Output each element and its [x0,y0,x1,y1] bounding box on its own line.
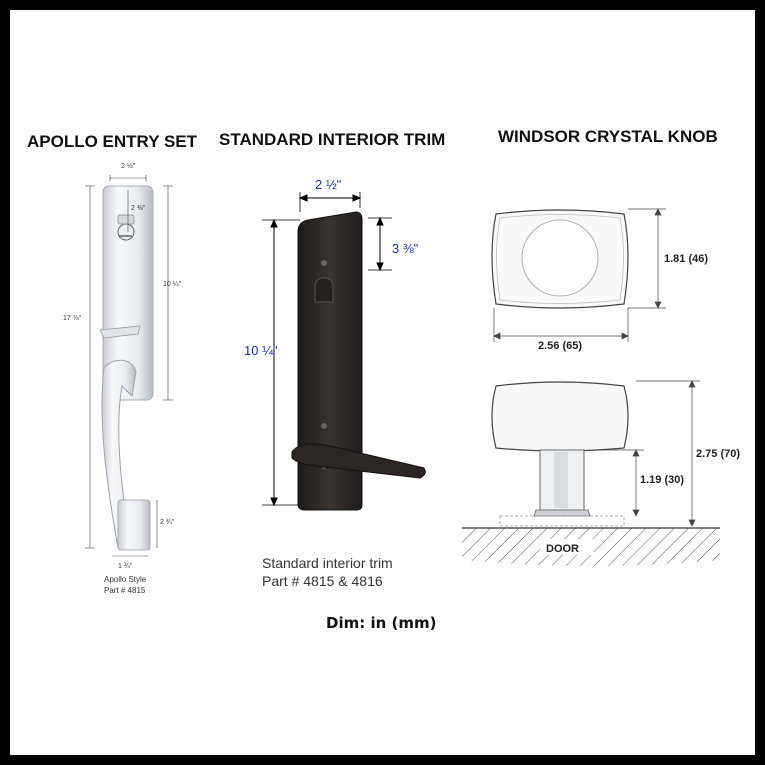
interior-trim-drawing [291,211,426,511]
knob-side-dimension-lines [592,380,700,527]
apollo-caption-part: Part # 4815 [104,586,146,595]
apollo-handleset-drawing [99,185,154,551]
heading-apollo-entry-set: APOLLO ENTRY SET [27,132,198,151]
apollo-dim-lower: 2 ¾" [160,519,175,526]
apollo-dimension-lines [85,175,173,557]
knob-front-dimension-lines [493,208,666,342]
apollo-dim-width: 2 ½" [121,162,136,170]
knob-dim-projection: 2.75 (70) [696,448,740,460]
heading-windsor-crystal-knob: WINDSOR CRYSTAL KNOB [498,127,718,146]
door-label: DOOR [546,543,579,555]
apollo-dim-bottom-width: 1 ¾" [118,563,133,570]
apollo-dim-backset: 2 ⅜" [131,205,146,212]
knob-front-view [491,209,629,309]
apollo-dim-overall: 17 ⅞" [63,315,82,322]
trim-dim-width: 2 ½" [315,177,342,192]
trim-dim-backset: 3 ⅜" [392,241,419,256]
knob-side-view [462,381,720,566]
knob-dim-width: 2.56 (65) [538,340,582,352]
trim-dim-height: 10 ¼" [244,343,278,358]
knob-dim-height: 1.81 (46) [664,253,708,265]
units-note: Dim: in (mm) [326,614,436,632]
trim-dimension-lines [262,192,392,507]
heading-standard-interior-trim: STANDARD INTERIOR TRIM [219,130,445,149]
trim-caption-part: Part # 4815 & 4816 [262,573,383,589]
apollo-caption-style: Apollo Style [104,575,147,584]
trim-caption-title: Standard interior trim [262,555,393,571]
knob-dim-stem: 1.19 (30) [640,474,684,486]
apollo-dim-upper: 10 ¼" [163,281,182,288]
